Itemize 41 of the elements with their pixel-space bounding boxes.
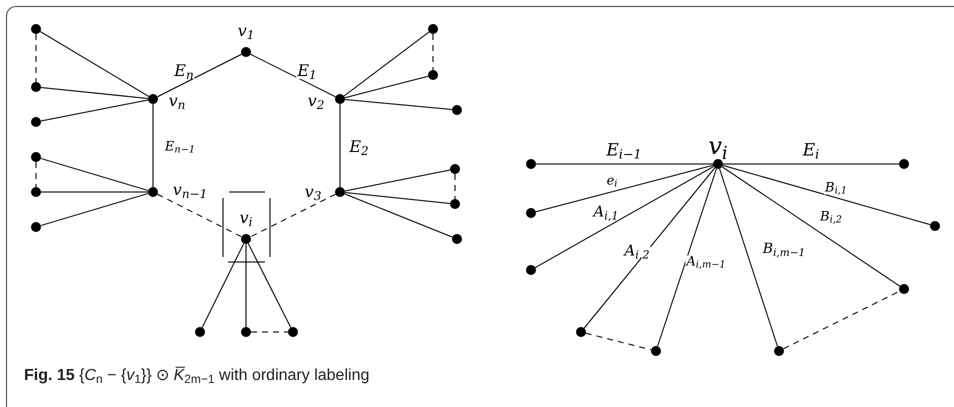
- edge-label: B$_{i,2}$: [819, 210, 843, 224]
- edge-label: E$_{2}$: [348, 139, 370, 155]
- edge-line: [40, 158, 149, 192]
- edge-line: [40, 31, 150, 97]
- edge-line: [584, 167, 716, 329]
- edge-label: E$_{n}$: [173, 63, 195, 79]
- edge-line: [344, 192, 451, 204]
- edge-label: E$_{n−1}$: [164, 140, 196, 154]
- edge-label: A$_{i,m−1}$: [685, 256, 727, 268]
- edge-line: [657, 168, 717, 347]
- edge-line: [344, 169, 451, 192]
- edge-label: B$_{i,m−1}$: [762, 242, 806, 256]
- edge-line: [250, 54, 336, 98]
- edge-line: [152, 104, 154, 188]
- dashed-edge: [454, 174, 456, 200]
- edge-label: A$_{i,1}$: [592, 204, 620, 220]
- dashed-edge: [782, 290, 900, 350]
- edge-line: [719, 168, 778, 347]
- edge-label: E$_{i}$: [802, 142, 820, 160]
- edge-line: [40, 192, 149, 226]
- edge-line: [202, 242, 244, 328]
- edge-label: A$_{i,2}$: [623, 244, 651, 258]
- edge-line: [156, 54, 242, 98]
- edge-line: [535, 164, 714, 212]
- edge-line: [248, 242, 292, 328]
- edge-line: [344, 193, 453, 238]
- edge-label: B$_{i,1}$: [824, 182, 848, 194]
- edge-line: [344, 76, 429, 98]
- edge-line: [344, 32, 430, 96]
- edge-label: e$_{i}$: [606, 174, 618, 188]
- edge-line: [722, 166, 900, 287]
- dashed-edge: [585, 332, 652, 350]
- dashed-edge: [156, 194, 242, 238]
- dashed-edge: [432, 34, 434, 70]
- edge-line: [534, 166, 714, 268]
- figure-caption: Fig. 15 {C$_{n}$ − {v$_{1}$}} ⊙ K̅$_{2m−1}$ with ordinary labeling: [24, 366, 370, 388]
- edge-line: [40, 99, 149, 122]
- edge-line: [40, 87, 149, 99]
- dashed-edge: [250, 194, 336, 238]
- edge-line: [722, 164, 931, 226]
- edge-line: [344, 98, 453, 110]
